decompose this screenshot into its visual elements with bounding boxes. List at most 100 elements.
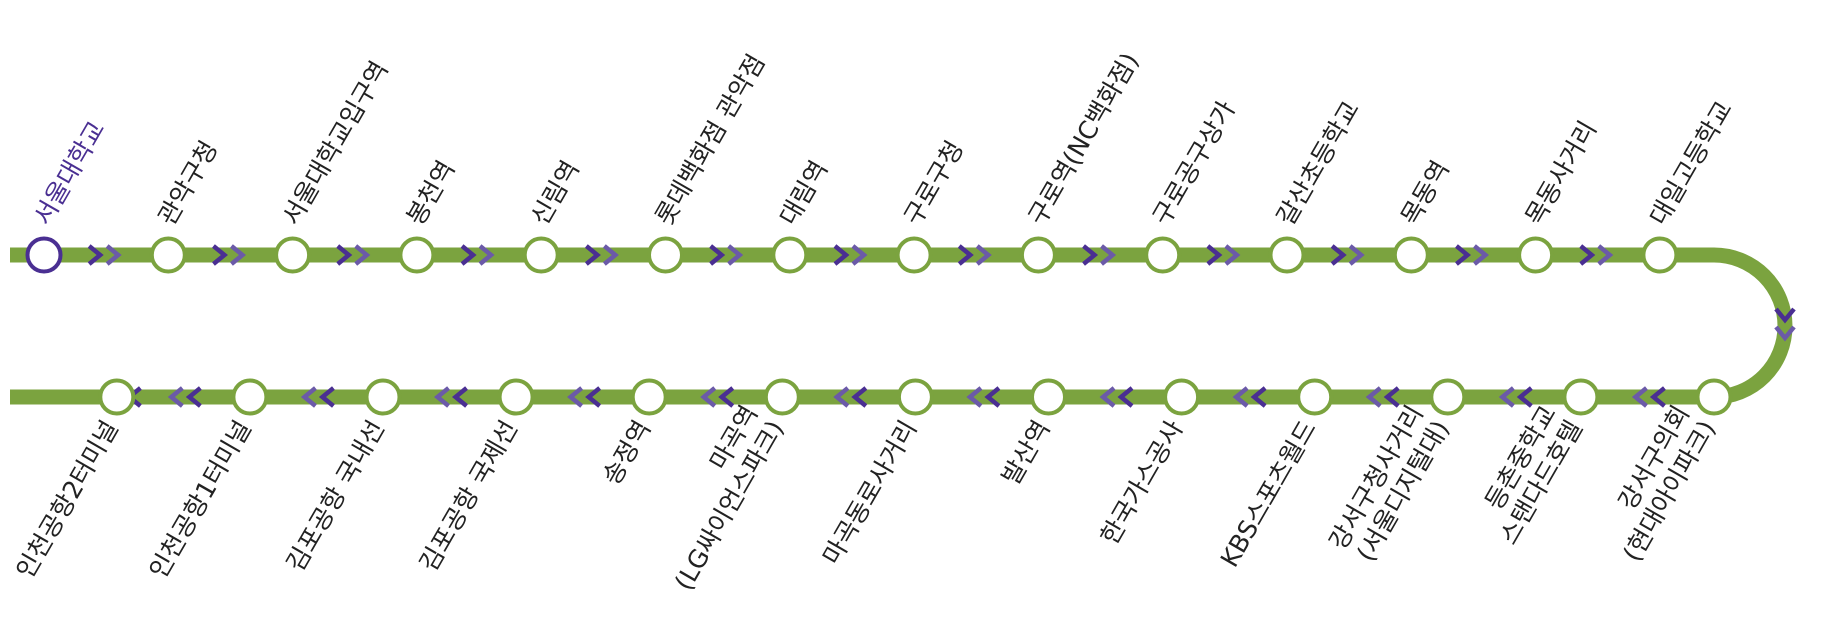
stop-label: 대일고등학교 xyxy=(1644,96,1738,230)
stop-marker[interactable] xyxy=(1641,236,1679,274)
stop-marker[interactable] xyxy=(1429,378,1467,416)
stop-marker-current[interactable] xyxy=(25,236,63,274)
stop-label: 대림역 xyxy=(774,156,834,230)
stop-label: 서울대학교 xyxy=(28,116,111,230)
stop-label: 김포공항 국내선 xyxy=(281,416,391,577)
stop-label-line: 인천공항2터미널 xyxy=(10,416,124,584)
stop-label-line: 송정역 xyxy=(597,416,657,490)
stop-marker[interactable] xyxy=(522,236,560,274)
stop-marker[interactable] xyxy=(630,378,668,416)
stop-marker[interactable] xyxy=(763,378,801,416)
stop-marker[interactable] xyxy=(771,236,809,274)
stop-label: 구로역(NC백화점) xyxy=(1022,48,1144,230)
stop-marker[interactable] xyxy=(1392,236,1430,274)
stop-marker[interactable] xyxy=(1296,378,1334,416)
stop-marker[interactable] xyxy=(1163,378,1201,416)
stop-label-line: 목동사거리 xyxy=(1520,116,1603,230)
direction-arrow xyxy=(833,244,868,266)
direction-arrow xyxy=(567,386,602,408)
stop-label-line: 목동역 xyxy=(1395,156,1455,230)
stop-label: 송정역 xyxy=(597,416,657,490)
stop-label: 구로공구상가 xyxy=(1147,96,1241,230)
direction-arrow xyxy=(1455,244,1490,266)
route-line-layer xyxy=(10,247,1793,405)
direction-arrow xyxy=(584,244,619,266)
stop-marker[interactable] xyxy=(364,378,402,416)
direction-arrow xyxy=(1365,386,1400,408)
stop-label-line: 한국가스공사 xyxy=(1095,416,1189,550)
stop-label-line: 서울대학교입구역 xyxy=(277,56,394,230)
direction-arrow xyxy=(460,244,495,266)
stop-marker[interactable] xyxy=(231,378,269,416)
stop-label: 인천공항2터미널 xyxy=(10,416,124,584)
direction-arrow xyxy=(1498,386,1533,408)
stop-marker[interactable] xyxy=(98,378,136,416)
stop-label: 목동사거리 xyxy=(1520,116,1603,230)
direction-arrow xyxy=(1579,244,1614,266)
stop-label: 한국가스공사 xyxy=(1095,416,1189,550)
direction-arrow-turn xyxy=(1774,307,1796,342)
stop-label: 강서구청사거리(서울디지털대) xyxy=(1323,401,1455,570)
stop-label: 김포공항 국제선 xyxy=(414,416,524,577)
stop-label: 서울대학교입구역 xyxy=(277,56,394,230)
stop-label-line: 서울대학교 xyxy=(28,116,111,230)
stop-marker[interactable] xyxy=(1268,236,1306,274)
stop-marker[interactable] xyxy=(1019,236,1057,274)
stop-label-line: 신림역 xyxy=(525,156,585,230)
direction-arrow xyxy=(1330,244,1365,266)
stop-label-line: KBS스포츠월드 xyxy=(1215,416,1322,573)
direction-arrow xyxy=(1099,386,1134,408)
stop-marker[interactable] xyxy=(274,236,312,274)
stop-label: 봉천역 xyxy=(401,156,461,230)
stop-label-line: 김포공항 국내선 xyxy=(281,416,391,577)
direction-arrow xyxy=(212,244,247,266)
stop-label-line: 대일고등학교 xyxy=(1644,96,1738,230)
stop-marker[interactable] xyxy=(1517,236,1555,274)
direction-arrow xyxy=(87,244,122,266)
stop-marker[interactable] xyxy=(1144,236,1182,274)
direction-arrow xyxy=(709,244,744,266)
direction-arrow xyxy=(1206,244,1241,266)
stop-label: KBS스포츠월드 xyxy=(1215,416,1322,573)
stop-label-line: 구로공구상가 xyxy=(1147,96,1241,230)
stop-marker[interactable] xyxy=(1030,378,1067,416)
stop-label-line: 갈산초등학교 xyxy=(1271,96,1365,230)
direction-arrow xyxy=(167,386,202,408)
stop-label-line: 롯데백화점 관악점 xyxy=(650,49,771,230)
stop-label-line: 마곡동로사거리 xyxy=(817,416,923,570)
stop-marker[interactable] xyxy=(1695,378,1733,416)
stop-label: 롯데백화점 관악점 xyxy=(650,49,771,230)
stop-label-line: 대림역 xyxy=(774,156,834,230)
stop-label-line: 구로역(NC백화점) xyxy=(1022,48,1144,230)
route-line xyxy=(10,247,1793,405)
direction-arrow xyxy=(700,386,735,408)
stop-marker[interactable] xyxy=(497,378,535,416)
direction-arrow xyxy=(1232,386,1267,408)
direction-arrow xyxy=(957,244,992,266)
direction-arrow-layer xyxy=(87,244,1796,408)
stop-label: 인천공항1터미널 xyxy=(144,416,258,584)
stop-label-line: 인천공항1터미널 xyxy=(144,416,258,584)
stop-marker[interactable] xyxy=(647,236,684,274)
stop-label: 목동역 xyxy=(1395,156,1455,230)
stop-marker[interactable] xyxy=(896,378,934,416)
stop-label: 관악구청 xyxy=(152,136,223,230)
stop-label: 마곡동로사거리 xyxy=(817,416,923,570)
direction-arrow xyxy=(433,386,468,408)
stop-label: 발산역 xyxy=(996,416,1056,490)
stop-marker[interactable] xyxy=(149,236,187,274)
stop-label: 갈산초등학교 xyxy=(1271,96,1365,230)
stop-marker[interactable] xyxy=(895,236,933,274)
stop-label-line: 관악구청 xyxy=(152,136,223,230)
direction-arrow xyxy=(833,386,868,408)
stop-marker[interactable] xyxy=(398,236,436,274)
stop-label-line: 김포공항 국제선 xyxy=(414,416,524,577)
direction-arrow xyxy=(1082,244,1117,266)
stop-marker[interactable] xyxy=(1562,378,1600,416)
stop-label-line: 발산역 xyxy=(996,416,1056,490)
direction-arrow xyxy=(966,386,1001,408)
stop-label: 마곡역(LG싸이언스파크) xyxy=(643,401,790,596)
stop-label: 구로구청 xyxy=(898,136,969,230)
